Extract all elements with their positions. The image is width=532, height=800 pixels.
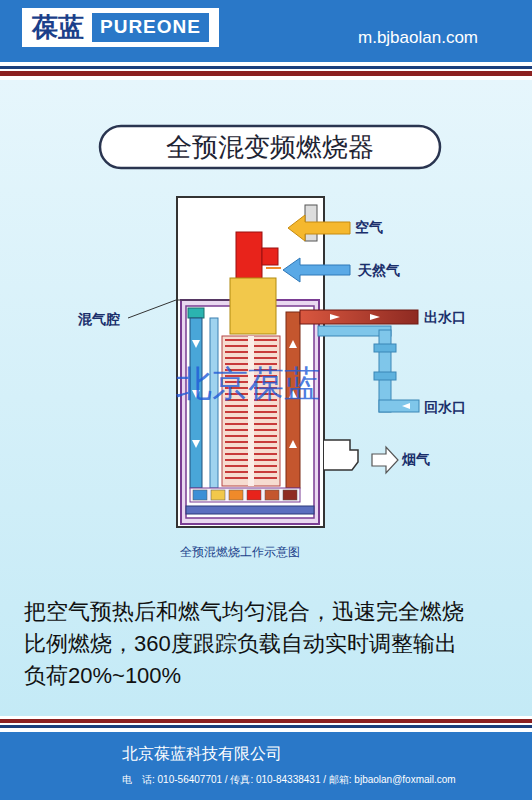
return-pipe-part xyxy=(402,403,410,409)
flue-outlet-part xyxy=(324,440,358,470)
background-part xyxy=(0,719,532,723)
air-inlet-part xyxy=(288,215,350,241)
return-pipe-part xyxy=(374,344,396,352)
flue-outlet xyxy=(324,440,398,473)
footer-band: 北京葆蓝科技有限公司电 话: 010-56407701 / 传真: 010-84… xyxy=(0,732,532,800)
flue-label: 烟气 xyxy=(402,451,430,469)
contact-line: 电 话: 010-56407701 / 传真: 010-84338431 / 邮… xyxy=(122,774,456,786)
title-pill-part xyxy=(100,126,440,168)
leader-line-part xyxy=(128,300,229,318)
heat-exchanger-part xyxy=(186,306,314,518)
burner-head-part xyxy=(262,248,278,265)
outlet-label: 出水口 xyxy=(424,309,466,327)
description-text: 把空气预热后和燃气均匀混合，迅速完全燃烧 比例燃烧，360度跟踪负载自动实时调整… xyxy=(24,596,476,692)
inlet-label: 空气 xyxy=(355,219,383,237)
brand-name: PUREONE xyxy=(92,13,209,42)
flow-arrows-part xyxy=(289,340,297,348)
background-part xyxy=(0,71,532,76)
header-band: 葆蓝 PUREONE m.bjbaolan.com xyxy=(0,0,532,62)
burner-head-part xyxy=(230,278,276,334)
bottom-tiles-part xyxy=(211,490,225,500)
flow-arrows-part xyxy=(192,340,200,348)
url-text: m.bjbaolan.com xyxy=(358,28,478,48)
bottom-tiles-part xyxy=(265,490,279,500)
inlet-label: 天然气 xyxy=(358,262,400,280)
outlet-pipe-part xyxy=(300,310,418,324)
flue-outlet-part xyxy=(372,447,398,473)
bottom-tiles-part xyxy=(193,490,207,500)
heat-exchanger-part xyxy=(188,308,204,318)
flow-arrows-part xyxy=(289,440,297,448)
bottom-tiles xyxy=(193,490,297,500)
watermark: 北京葆蓝 xyxy=(176,360,320,409)
logo-box: 葆蓝 PUREONE xyxy=(22,8,219,47)
gas-inlet-part xyxy=(283,258,350,282)
burner-head xyxy=(230,232,278,334)
title-pill xyxy=(100,126,440,168)
title: 全预混变频燃烧器 xyxy=(100,126,440,168)
bottom-tiles-part xyxy=(283,490,297,500)
gas-inlet-part xyxy=(266,267,281,269)
return-label: 回水口 xyxy=(424,399,466,417)
outlet-pipe-part xyxy=(330,314,340,320)
logo-text: 葆蓝 xyxy=(32,12,84,43)
return-pipe xyxy=(318,326,419,412)
gas-inlet xyxy=(266,258,350,282)
burner-housing xyxy=(177,197,324,527)
leader-line xyxy=(128,300,229,318)
part-label: 混气腔 xyxy=(78,311,120,329)
outlet-pipe-part xyxy=(370,314,380,320)
figure-caption: 全预混燃烧工作示意图 xyxy=(180,544,300,561)
air-inlet xyxy=(288,205,350,241)
burner-housing-part xyxy=(177,197,324,527)
bottom-tiles-part xyxy=(229,490,243,500)
background-part xyxy=(0,66,532,69)
heat-exchanger-part xyxy=(186,506,314,514)
heat-exchanger-part xyxy=(248,336,254,486)
return-pipe-part xyxy=(374,372,396,380)
return-pipe-part xyxy=(379,400,419,412)
heat-exchanger-part xyxy=(222,336,280,486)
bottom-tiles-part xyxy=(247,490,261,500)
outlet-pipe xyxy=(300,310,418,324)
flow-arrows-part xyxy=(192,440,200,448)
company-name: 北京葆蓝科技有限公司 xyxy=(122,744,282,763)
background-part xyxy=(0,80,532,716)
heat-exchanger-part xyxy=(190,488,300,502)
background-part xyxy=(0,725,532,728)
